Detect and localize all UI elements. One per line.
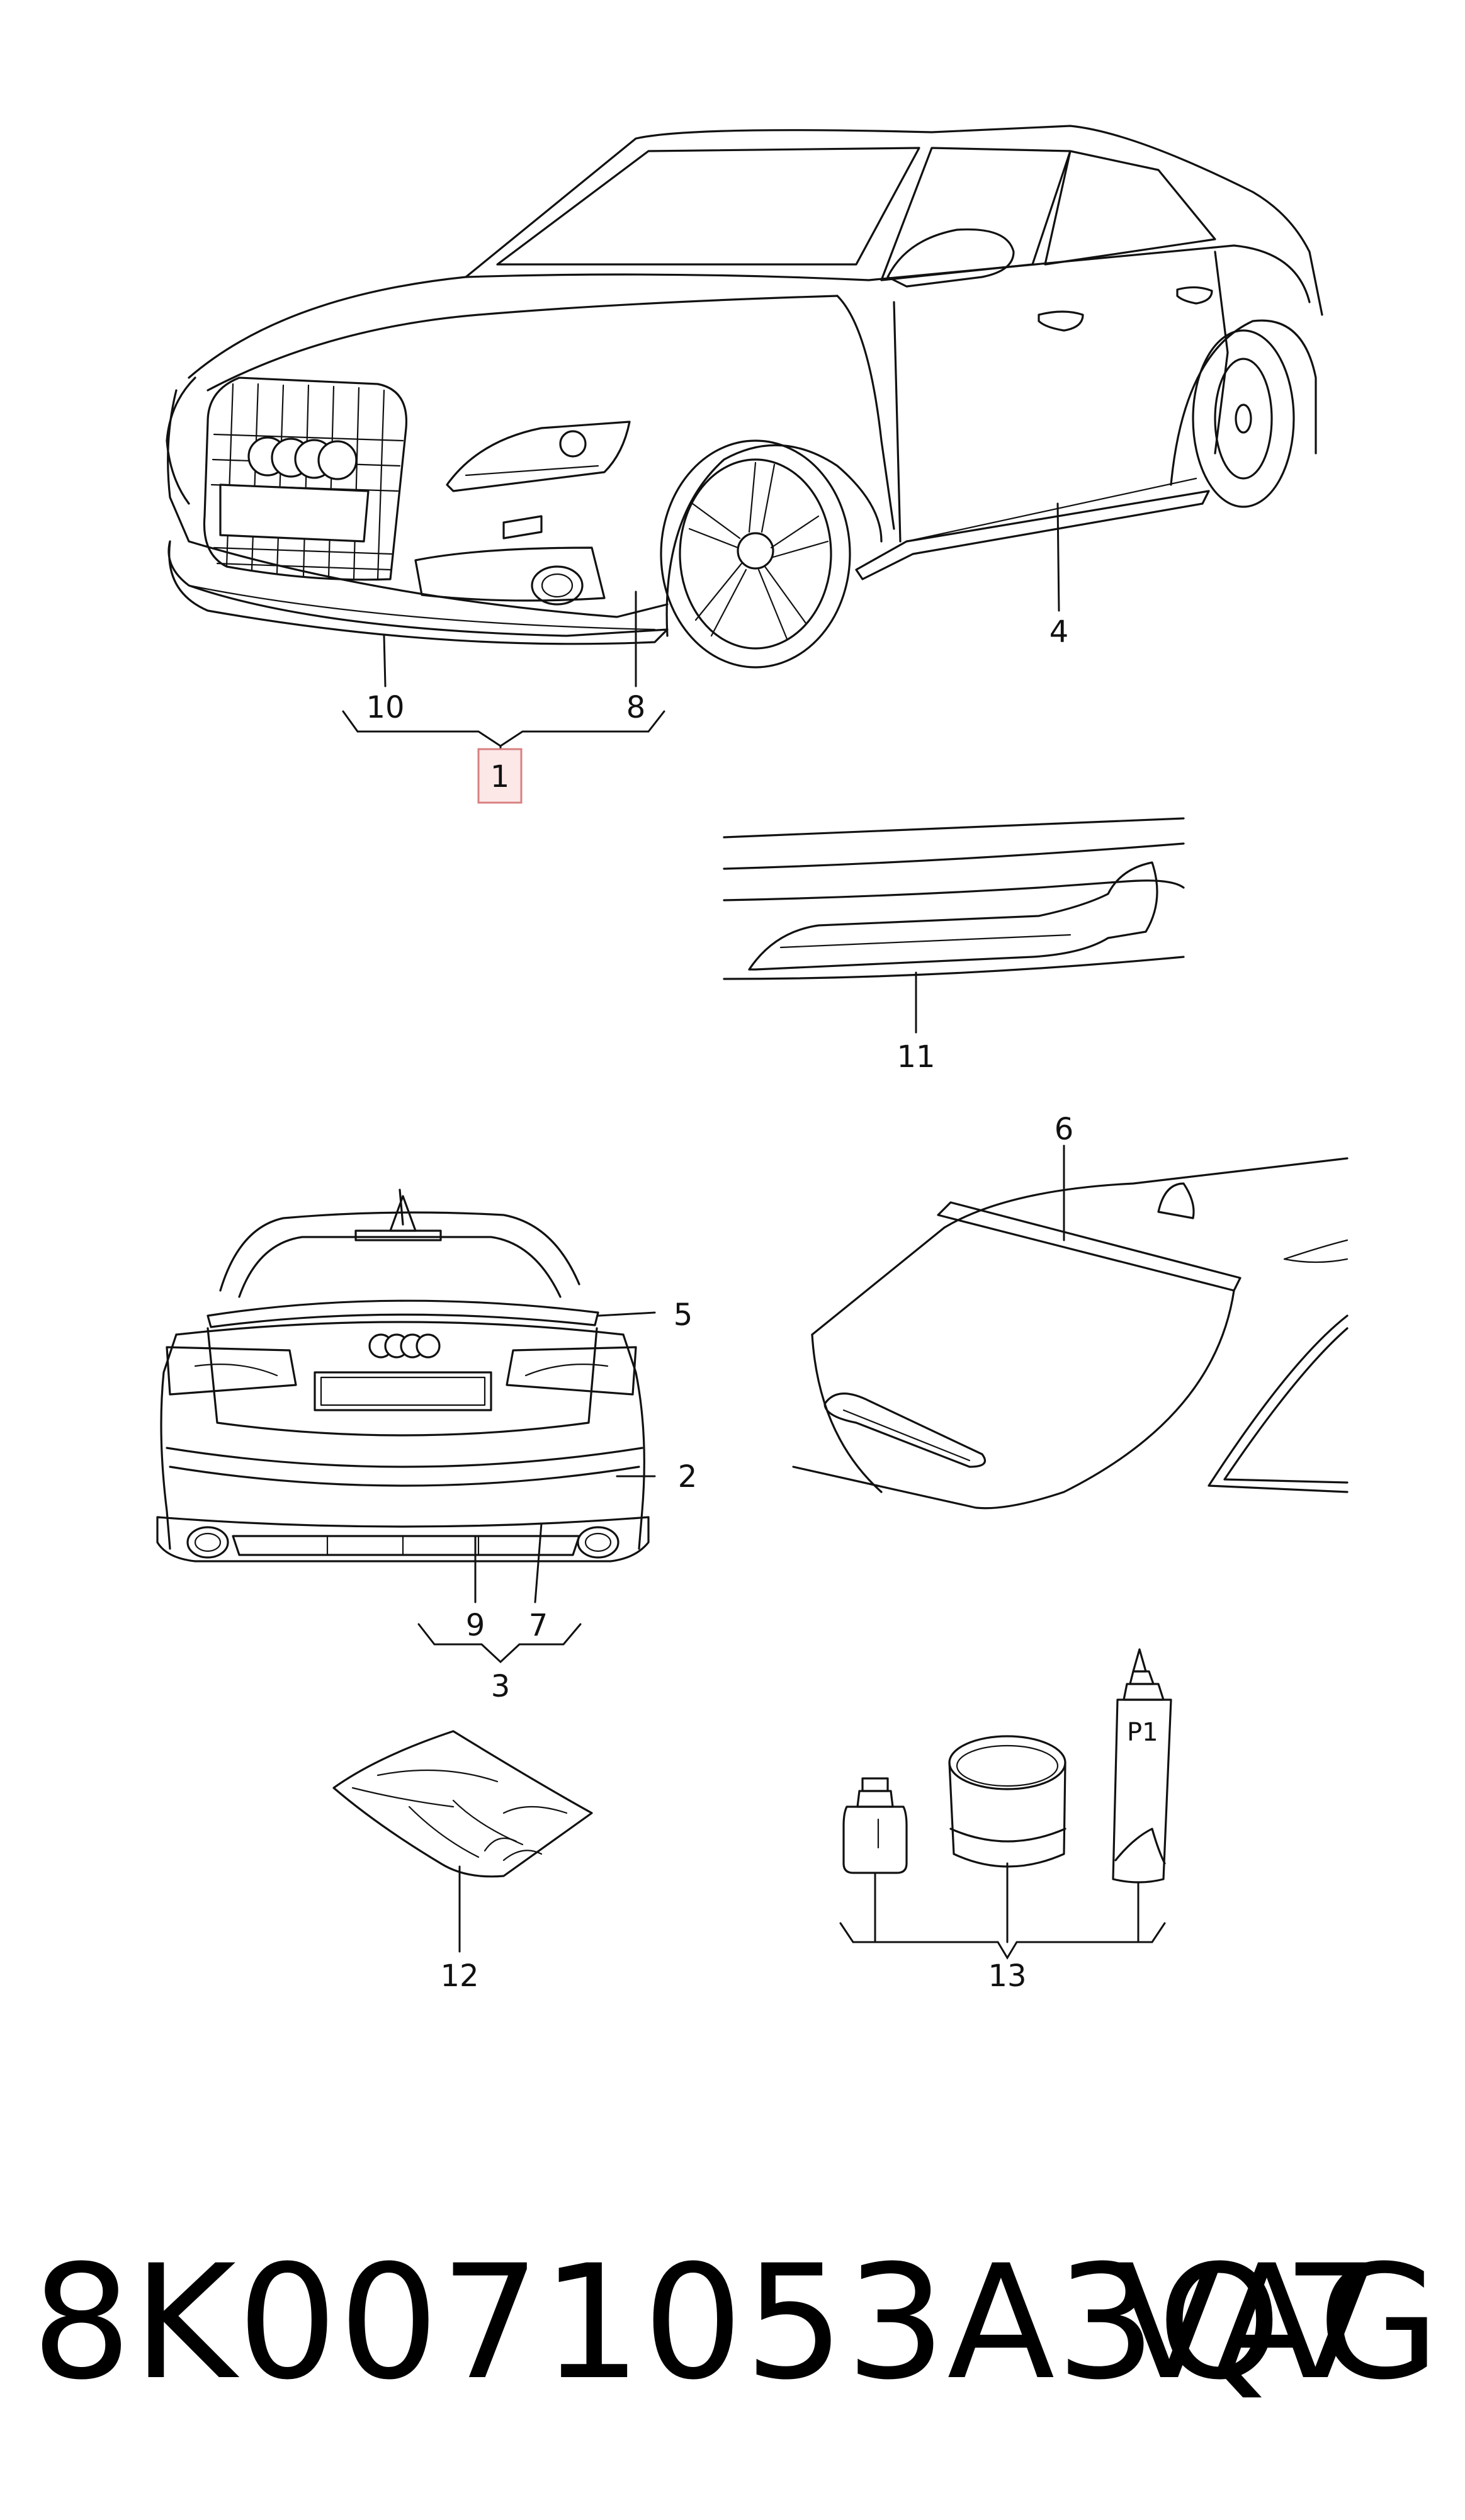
callout-1: 1 — [490, 759, 510, 794]
leader-lines — [342, 502, 1166, 1960]
callout-5: 5 — [674, 1297, 693, 1333]
brand-label: VAG — [1115, 2231, 1440, 2414]
audi-rings-front — [247, 436, 358, 480]
callouts: 10 8 1 4 11 6 5 2 9 7 3 12 13 — [366, 614, 1073, 1994]
callout-11: 11 — [897, 1039, 935, 1075]
part-number: 8K0071053A3Q7 — [31, 2231, 1384, 2414]
car-rear-view — [156, 1189, 650, 1562]
callout-2: 2 — [678, 1459, 698, 1494]
side-skirt-detail — [723, 817, 1185, 980]
car-front-view — [166, 125, 1323, 669]
roof-spoiler-detail — [792, 1157, 1349, 1510]
grille-mesh — [210, 383, 404, 580]
callout-1-highlight — [477, 748, 523, 804]
hardware-bag — [332, 1730, 593, 1878]
callout-3: 3 — [491, 1669, 511, 1704]
callout-12: 12 — [440, 1958, 478, 1994]
audi-rings-rear — [368, 1333, 441, 1359]
adhesive-kit: P1 — [842, 1648, 1172, 1884]
callout-4: 4 — [1049, 614, 1069, 650]
footer: 8K0071053A3Q7 VAG — [0, 2229, 1465, 2455]
callout-6: 6 — [1055, 1112, 1074, 1147]
callout-13: 13 — [988, 1958, 1026, 1994]
callout-9: 9 — [466, 1608, 485, 1643]
callout-10: 10 — [366, 690, 404, 725]
tube-label: P1 — [1127, 1718, 1158, 1747]
callout-7: 7 — [529, 1608, 548, 1643]
callout-8: 8 — [626, 690, 646, 725]
parts-diagram: P1 10 8 1 4 11 — [156, 125, 1349, 1994]
